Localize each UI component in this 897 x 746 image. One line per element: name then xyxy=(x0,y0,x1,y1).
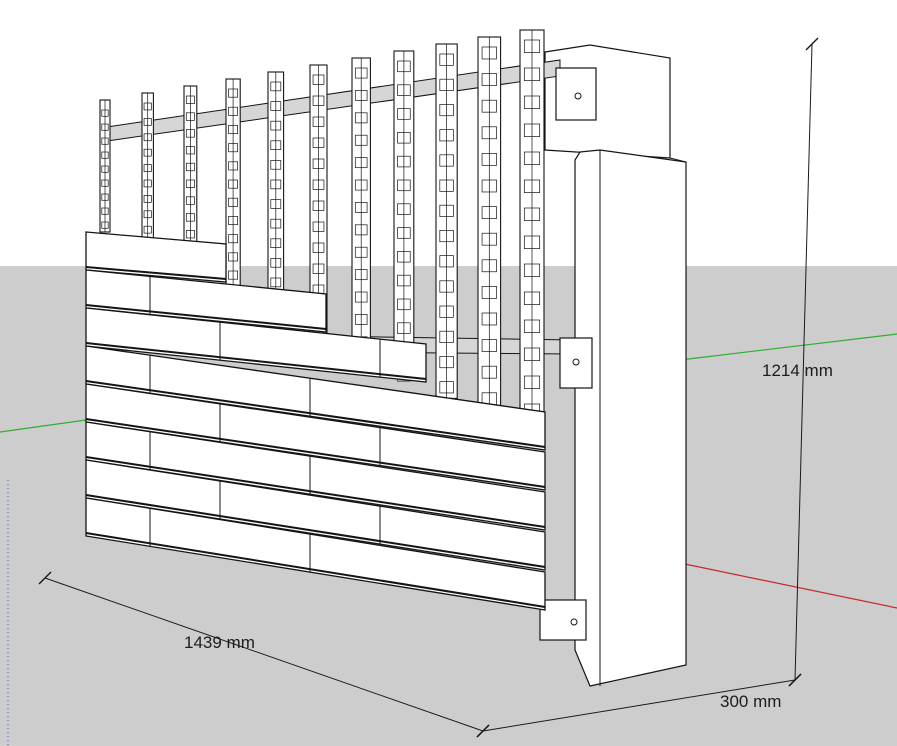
width-dimension-label: 1439 mm xyxy=(184,633,255,652)
board-course xyxy=(85,307,427,383)
bracket-bolt xyxy=(572,358,580,366)
green-axis-right xyxy=(679,333,897,361)
facade-boards xyxy=(85,231,546,611)
bracket-bolt xyxy=(570,618,578,626)
height-dimension-label: 1214 mm xyxy=(762,361,833,380)
dimension-lines xyxy=(38,37,819,738)
board-course xyxy=(85,421,546,531)
vertical-profile xyxy=(519,29,545,445)
vertical-profile xyxy=(225,78,241,295)
board-course xyxy=(85,345,546,451)
bracket-middle xyxy=(559,337,593,389)
wall-edge-back xyxy=(669,157,687,163)
wall-block-side xyxy=(574,149,687,687)
vertical-profiles xyxy=(99,29,545,445)
board-course xyxy=(85,383,546,491)
depth-dimension-line xyxy=(476,673,802,738)
vertical-profile xyxy=(435,43,458,399)
vertical-profile xyxy=(141,92,154,254)
green-axis-left xyxy=(0,419,87,433)
vertical-profile xyxy=(267,71,285,316)
vertical-profile xyxy=(477,36,502,420)
vertical-profile xyxy=(393,50,415,382)
bracket-bolt xyxy=(574,92,582,100)
board-course xyxy=(85,231,227,283)
board-course xyxy=(85,497,546,611)
vertical-profile xyxy=(309,64,328,337)
vertical-profile xyxy=(351,57,371,358)
bracket-bottom xyxy=(539,599,587,641)
vertical-profile xyxy=(99,99,111,233)
board-course xyxy=(85,269,327,333)
board-course xyxy=(85,459,546,571)
depth-dimension-label: 300 mm xyxy=(720,692,781,711)
red-axis xyxy=(679,562,897,609)
